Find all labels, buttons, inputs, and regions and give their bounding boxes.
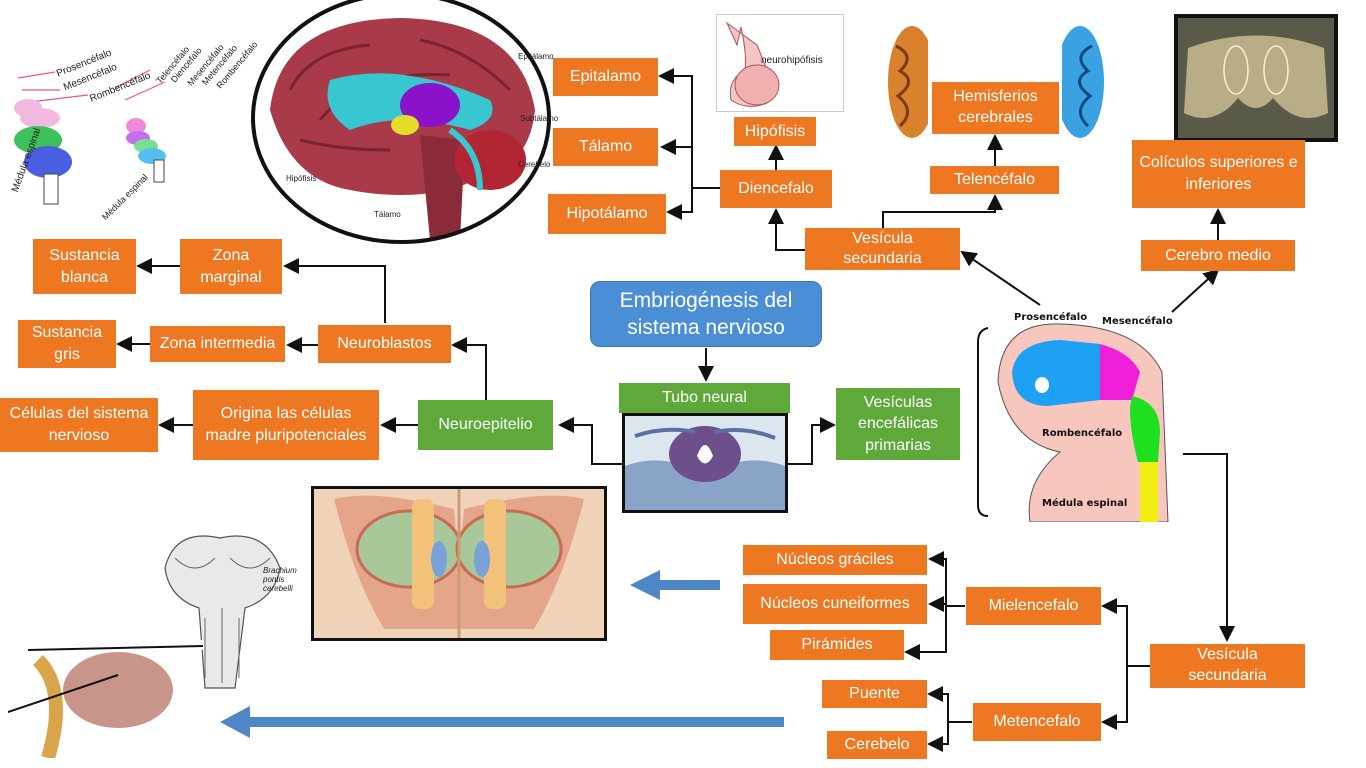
node-piramides: Pirámides: [770, 630, 904, 660]
brain-vesicles-sketch: Prosencéfalo Mesencéfalo Rombencéfalo Mé…: [0, 10, 270, 225]
embryo-label-prosencefalo: Prosencéfalo: [1014, 312, 1088, 323]
node-mielencefalo: Mielencefalo: [966, 587, 1101, 625]
node-neuroblastos: Neuroblastos: [318, 325, 451, 363]
node-vesiculas-primarias: Vesículas encefálicas primarias: [836, 388, 960, 460]
node-zona-intermedia: Zona intermedia: [150, 326, 285, 362]
node-vesicula-secundaria-bottom: Vesícula secundaria: [1150, 644, 1305, 688]
node-telencefalo: Telencéfalo: [930, 166, 1059, 194]
node-metencefalo: Metencefalo: [973, 703, 1101, 741]
node-hipofisis: Hipófisis: [734, 117, 816, 146]
cerebellum-dorsal-illustration: Brachium pontis cerebelli: [155, 528, 297, 698]
brain-sagittal-image: Epitálamo Subtálamo Cerebelo Hipófisis T…: [250, 0, 558, 244]
node-neuroepitelio: Neuroepitelio: [418, 400, 553, 450]
node-nucleos-graciles: Núcleos gráciles: [743, 545, 927, 575]
neural-tube-micrograph: [622, 413, 788, 513]
brain-label-hipofisis: Hipófisis: [286, 174, 317, 183]
node-cerebelo: Cerebelo: [827, 731, 927, 759]
node-talamo: Tálamo: [553, 128, 658, 166]
node-hipotalamo: Hipotálamo: [548, 194, 666, 234]
cerebellum-lateral-illustration: [7, 640, 204, 760]
title-embriogenesis: Embriogénesis del sistema nervioso: [590, 281, 822, 347]
embryo-label-medula: Médula espinal: [1042, 498, 1128, 509]
node-cerebro-medio: Cerebro medio: [1141, 240, 1295, 271]
node-puente: Puente: [822, 680, 927, 708]
node-coliculos: Colículos superiores e inferiores: [1132, 140, 1305, 208]
node-hemisferios: Hemisferios cerebrales: [932, 82, 1059, 134]
node-diencefalo: Diencefalo: [720, 170, 832, 208]
node-epitalamo: Epitalamo: [553, 58, 658, 96]
node-zona-marginal: Zona marginal: [180, 239, 282, 294]
brain-label-subtalamo: Subtálamo: [520, 114, 559, 123]
embryo-label-rombencefalo: Rombencéfalo: [1042, 428, 1123, 439]
node-sustancia-gris: Sustancia gris: [18, 320, 116, 368]
hipofisis-image: neurohipófisis: [716, 14, 844, 112]
brain-label-epitalamo: Epitálamo: [518, 52, 554, 61]
hemisphere-right-image: [1056, 26, 1104, 138]
node-origina-celulas: Origina las células madre pluripotencial…: [193, 390, 379, 460]
embryo-label-mesencefalo: Mesencéfalo: [1102, 316, 1173, 327]
brainstem-illustration: [311, 486, 607, 641]
node-vesicula-secundaria-top: Vesícula secundaria: [805, 228, 960, 270]
brain-label-talamo: Tálamo: [374, 210, 401, 219]
node-tubo-neural: Tubo neural: [619, 383, 790, 413]
coliculos-photo: [1174, 14, 1338, 142]
node-nucleos-cuneiformes: Núcleos cuneiformes: [743, 584, 927, 624]
brain-label-cerebelo: Cerebelo: [518, 160, 551, 169]
neurohipofisis-label: neurohipófisis: [761, 55, 823, 66]
node-sustancia-blanca: Sustancia blanca: [33, 239, 136, 294]
embryo-diagram: Prosencéfalo Mesencéfalo Rombencéfalo Mé…: [990, 312, 1180, 523]
hemisphere-left-image: [886, 26, 936, 138]
node-celulas-sistema: Células del sistema nervioso: [0, 398, 158, 452]
brachium-label: Brachium pontis cerebelli: [263, 566, 297, 593]
